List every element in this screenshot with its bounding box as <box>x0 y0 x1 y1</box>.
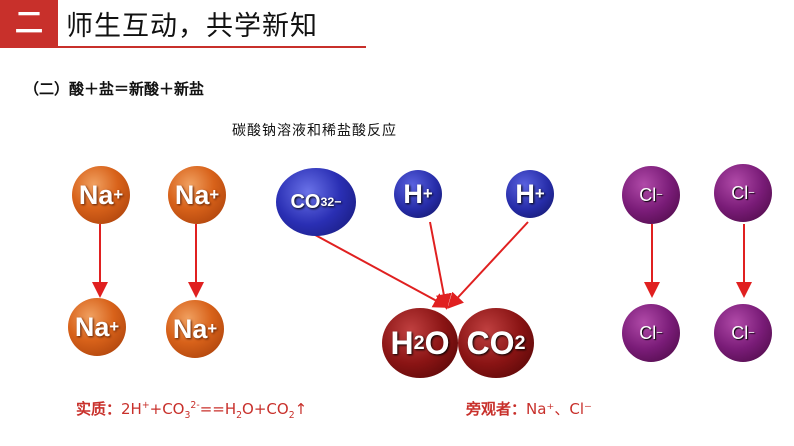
sodium-ion-top-2: Na+ <box>168 166 226 224</box>
sodium-ion-bottom-2: Na+ <box>166 300 224 358</box>
section-number-box <box>0 0 58 46</box>
chloride-ion-bottom-2: Cl− <box>714 304 772 362</box>
arrow-h2 <box>447 221 529 309</box>
hydrogen-ion-2: H+ <box>506 170 554 218</box>
sodium-ion-bottom-1: Na+ <box>68 298 126 356</box>
subheading: （二）酸＋盐＝新酸＋新盐 <box>24 80 205 98</box>
reaction-essence: 实质：2H++CO32-==H2O+CO2↑ <box>76 400 308 421</box>
hydrogen-ion-1: H+ <box>394 170 442 218</box>
page-title: 师生互动，共学新知 <box>66 11 318 42</box>
sodium-ion-top-1: Na+ <box>72 166 130 224</box>
spectator-ions: 旁观者：Na⁺、Cl⁻ <box>466 400 592 418</box>
arrow-h1 <box>429 221 452 310</box>
arrow-co3 <box>305 229 450 308</box>
title-underline <box>0 46 366 48</box>
chloride-ion-bottom-1: Cl− <box>622 304 680 362</box>
chloride-ion-top-1: Cl− <box>622 166 680 224</box>
chloride-ion-top-2: Cl− <box>714 164 772 222</box>
section-number: 二 <box>14 6 43 39</box>
reaction-caption: 碳酸钠溶液和稀盐酸反应 <box>232 123 397 139</box>
